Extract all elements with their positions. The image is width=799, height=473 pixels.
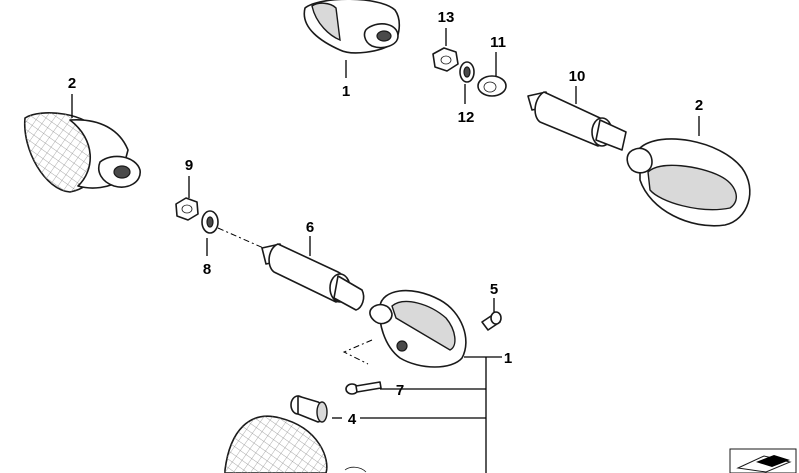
callout-10: 10 — [569, 68, 586, 85]
callout-5: 5 — [490, 281, 498, 298]
assembly-axis-line — [217, 227, 269, 251]
callout-11: 11 — [490, 34, 506, 51]
lens-left-part — [24, 112, 141, 193]
callout-2-right: 2 — [695, 97, 703, 114]
callout-2-left: 2 — [68, 75, 76, 92]
callout-7: 7 — [396, 382, 404, 399]
screw-7 — [345, 381, 382, 395]
mounting-stem-10 — [527, 91, 627, 151]
lens-bottom-part — [224, 415, 367, 473]
housing-bottom-part — [369, 289, 467, 368]
housing-top-part — [303, 0, 401, 54]
washer-8 — [201, 210, 219, 234]
lens-right-part — [626, 138, 751, 227]
mounting-stem-6 — [261, 243, 365, 311]
callout-12: 12 — [458, 109, 475, 126]
callout-1-top: 1 — [342, 83, 350, 100]
housing-axis-line — [342, 339, 373, 365]
callout-13: 13 — [438, 9, 455, 26]
hex-nut-9 — [175, 197, 199, 221]
callout-4: 4 — [348, 411, 357, 428]
callout-9: 9 — [185, 157, 193, 174]
hex-nut-13 — [432, 47, 459, 72]
exploded-view-arrow-icon — [729, 448, 797, 473]
callout-6: 6 — [306, 219, 314, 236]
screw-5 — [481, 311, 502, 331]
leader-lines — [71, 28, 700, 473]
bulb-4 — [290, 395, 328, 423]
bushing-11 — [477, 75, 507, 97]
callout-8: 8 — [203, 261, 211, 278]
callout-1-bottom: 1 — [504, 350, 512, 367]
washer-12 — [459, 61, 475, 83]
